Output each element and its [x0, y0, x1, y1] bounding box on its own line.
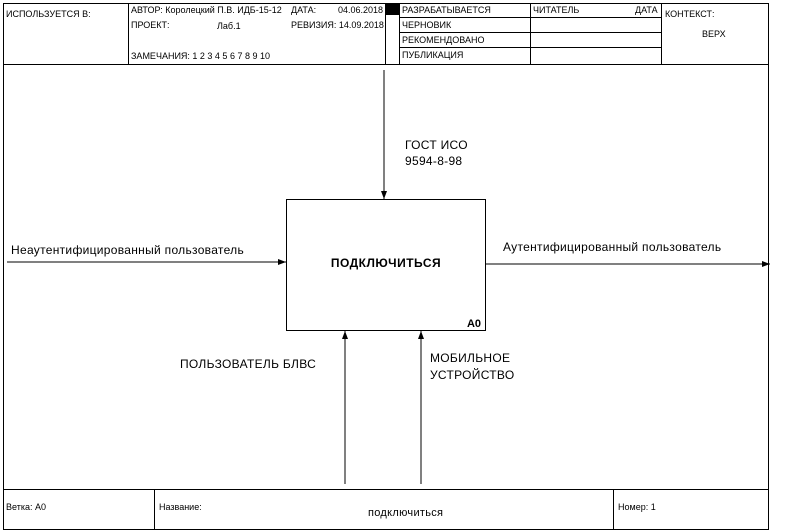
header-row-line-1	[399, 17, 661, 18]
project-value: Лаб.1	[217, 21, 241, 31]
header-bottom-border	[3, 64, 769, 65]
header-row-line-3	[399, 47, 661, 48]
date-label: ДАТА:	[291, 5, 317, 15]
header-divider-3	[399, 3, 400, 64]
status-draft: ЧЕРНОВИК	[402, 20, 452, 30]
mechanism2-label-line1: МОБИЛЬНОЕ	[430, 351, 511, 365]
reader-label: ЧИТАТЕЛЬ	[533, 5, 580, 15]
title-label: Название:	[159, 502, 202, 512]
notes-label: ЗАМЕЧАНИЯ: 1 2 3 4 5 6 7 8 9 10	[131, 51, 270, 61]
header-row-line-2	[399, 32, 661, 33]
used-in-label: ИСПОЛЬЗУЕТСЯ В:	[6, 9, 91, 19]
footer-divider-2	[613, 489, 614, 530]
output-label: Аутентифицированный пользователь	[503, 240, 722, 254]
activity-number: A0	[466, 318, 481, 330]
control-label-line2: 9594-8-98	[405, 154, 463, 168]
number-label: Номер: 1	[618, 502, 656, 512]
footer-divider-1	[154, 489, 155, 530]
control-label-line1: ГОСТ ИСО	[405, 138, 468, 152]
header-divider-5	[661, 3, 662, 64]
author-label: АВТОР: Королецкий П.В. ИДБ-15-12	[131, 5, 282, 15]
status-developing: РАЗРАБАТЫВАЕТСЯ	[402, 5, 491, 15]
header-divider-1	[128, 3, 129, 64]
context-value: ВЕРХ	[702, 29, 726, 39]
input-label: Неаутентифицированный пользователь	[11, 243, 245, 257]
reader-date-label: ДАТА	[635, 5, 658, 15]
activity-box[interactable]: ПОДКЛЮЧИТЬСЯ A0	[286, 199, 486, 331]
mechanism2-label-line2: УСТРОЙСТВО	[430, 368, 515, 382]
project-label: ПРОЕКТ:	[131, 20, 170, 30]
title-value: подключиться	[368, 507, 444, 519]
date-value: 04.06.2018	[338, 5, 384, 15]
revision-label: РЕВИЗИЯ: 14.09.2018	[291, 20, 384, 30]
status-recommended: РЕКОМЕНДОВАНО	[402, 35, 485, 45]
header-divider-2	[385, 3, 386, 64]
mechanism1-label: ПОЛЬЗОВАТЕЛЬ БЛВС	[180, 357, 317, 371]
context-label: КОНТЕКСТ:	[665, 9, 715, 19]
status-publication: ПУБЛИКАЦИЯ	[402, 50, 464, 60]
footer-top-border	[3, 489, 769, 490]
status-marker	[386, 4, 399, 15]
node-label: Ветка: A0	[6, 502, 46, 512]
activity-name: ПОДКЛЮЧИТЬСЯ	[330, 256, 442, 270]
header-divider-4	[530, 3, 531, 64]
